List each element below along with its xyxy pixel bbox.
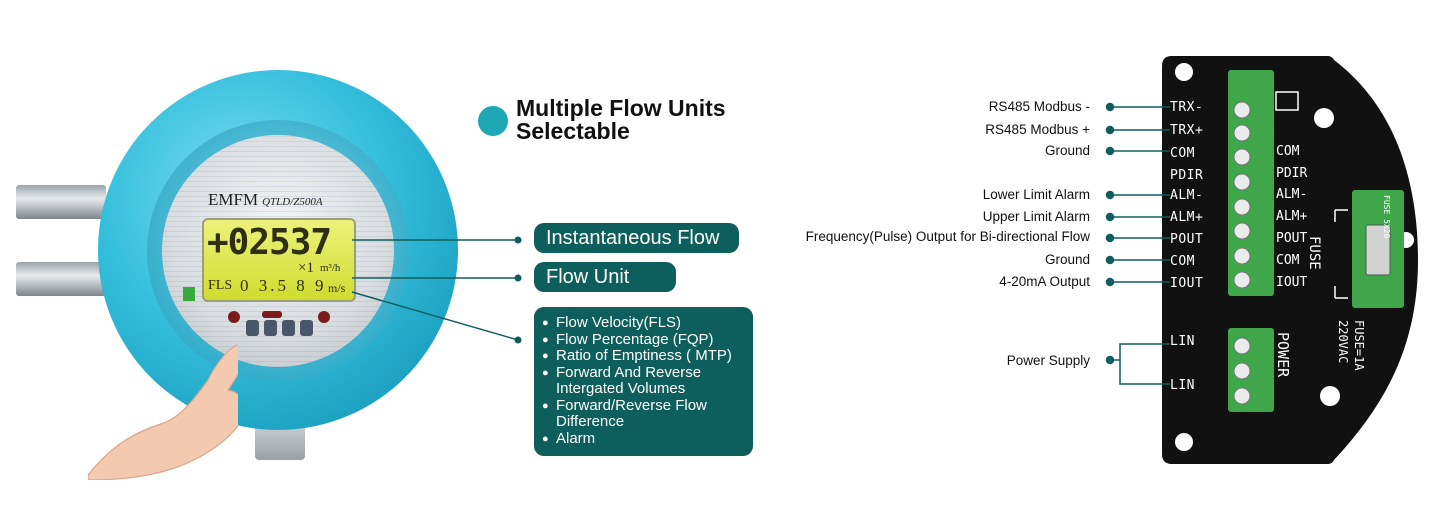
meter-key-2[interactable] bbox=[264, 320, 277, 336]
list-item: Forward/Reverse Flow Difference bbox=[542, 397, 747, 431]
terminal-board bbox=[1162, 56, 1418, 464]
list-item: Flow Velocity(FLS) bbox=[542, 314, 747, 332]
fuse-holder-text: FUSE 5X20 bbox=[1382, 195, 1391, 239]
lcd-display bbox=[202, 218, 356, 302]
flow-unit-list: Flow Velocity(FLS) Flow Percentage (FQP)… bbox=[534, 307, 753, 456]
board-leaders bbox=[1105, 102, 1170, 385]
power-title: POWER bbox=[1274, 332, 1292, 378]
meter-key-4[interactable] bbox=[300, 320, 313, 336]
board-label: Upper Limit Alarm bbox=[982, 209, 1090, 224]
lcd-value: 0 3.5 8 9 bbox=[240, 276, 327, 295]
power-supply-label: Power Supply bbox=[1006, 353, 1090, 368]
callout-leaders bbox=[351, 236, 522, 344]
section-heading: Multiple Flow Units Selectable bbox=[516, 95, 726, 144]
board-label: Ground bbox=[1044, 143, 1090, 158]
list-item: Forward And Reverse Intergated Volumes bbox=[542, 364, 747, 398]
meter-key-3[interactable] bbox=[282, 320, 295, 336]
voltage-label: 220VAC bbox=[1336, 320, 1350, 364]
list-item: Flow Percentage (FQP) bbox=[542, 331, 747, 349]
hand-pointer-icon bbox=[88, 344, 238, 480]
lcd-main-reading: +02537 bbox=[207, 222, 332, 263]
pin-label: POUT bbox=[1170, 232, 1204, 247]
pin-label: COM bbox=[1170, 254, 1195, 269]
pin-label: COM bbox=[1170, 146, 1195, 161]
status-led bbox=[183, 287, 195, 301]
board-label: RS485 Modbus - bbox=[988, 99, 1090, 114]
lcd-unit-top: m³/h bbox=[320, 262, 341, 274]
board-label: Frequency(Pulse) Output for Bi-direction… bbox=[805, 229, 1090, 244]
cable-gland-bottom bbox=[16, 262, 106, 296]
fuse-rating: FUSE=1A bbox=[1352, 320, 1366, 371]
board-label: Ground bbox=[1044, 252, 1090, 267]
pin-label: IOUT bbox=[1170, 276, 1204, 291]
pin-label-right: POUT bbox=[1276, 231, 1308, 246]
cable-gland-top bbox=[16, 185, 106, 219]
pin-label-right: COM bbox=[1276, 253, 1300, 268]
pin-label: PDIR bbox=[1170, 168, 1204, 183]
lcd-unit-bottom: m/s bbox=[328, 281, 346, 295]
pin-label-right: PDIR bbox=[1276, 166, 1308, 181]
board-label: RS485 Modbus + bbox=[985, 122, 1090, 137]
meter-key-1[interactable] bbox=[246, 320, 259, 336]
pin-label-right: ALM+ bbox=[1276, 209, 1308, 224]
power-pin-label: LIN bbox=[1170, 378, 1195, 393]
lcd-multiplier: ×1 bbox=[298, 260, 314, 276]
board-label: 4-20mA Output bbox=[999, 274, 1090, 289]
red-indicator-left bbox=[228, 311, 240, 323]
list-item: Ratio of Emptiness ( MTP) bbox=[542, 347, 747, 365]
pin-label: TRX+ bbox=[1170, 123, 1204, 138]
pin-label: ALM- bbox=[1170, 188, 1204, 203]
list-item: Alarm bbox=[542, 430, 747, 448]
fuse-label: FUSE bbox=[1306, 236, 1322, 270]
pin-label: TRX- bbox=[1170, 100, 1204, 115]
red-indicator-center bbox=[262, 311, 282, 318]
pin-label-right: IOUT bbox=[1276, 275, 1308, 290]
red-indicator-right bbox=[318, 311, 330, 323]
instantaneous-flow-callout: Instantaneous Flow bbox=[534, 223, 739, 253]
lcd-mode: FLS bbox=[208, 278, 233, 293]
heading-bullet-icon bbox=[478, 106, 508, 136]
pin-label-right: COM bbox=[1276, 144, 1300, 159]
pin-label: ALM+ bbox=[1170, 210, 1204, 225]
flow-unit-callout: Flow Unit bbox=[534, 262, 676, 292]
power-pin-label: LIN bbox=[1170, 334, 1195, 349]
board-label: Lower Limit Alarm bbox=[982, 187, 1090, 202]
pin-label-right: ALM- bbox=[1276, 187, 1308, 202]
